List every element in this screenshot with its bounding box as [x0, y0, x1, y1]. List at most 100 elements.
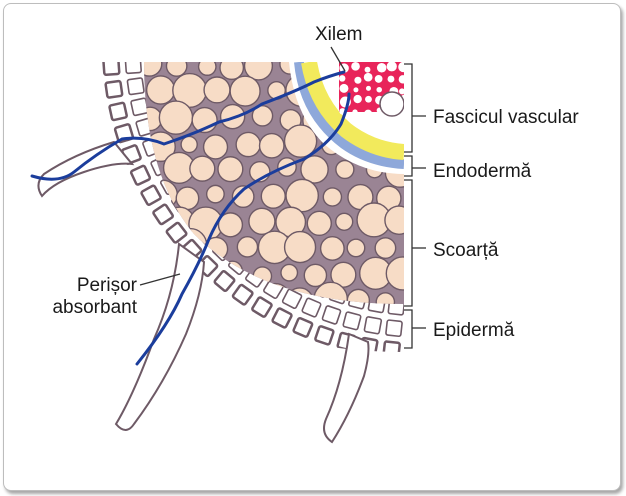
endodermis-band: [294, 62, 404, 169]
cortex-cell: [300, 155, 329, 184]
epidermis-cell: [281, 288, 303, 309]
xylem-cell: [353, 94, 362, 104]
cortex-cell: [145, 75, 176, 105]
epidermis-cell: [314, 325, 335, 346]
cortex-cell: [165, 62, 188, 77]
epidermis-cell: [408, 300, 424, 316]
epidermis-cell: [363, 316, 383, 335]
xylem-cell: [364, 109, 373, 118]
cortex-cell: [374, 237, 397, 260]
cortex-cell: [197, 62, 217, 76]
cortex-cell: [260, 183, 286, 209]
root-hairs: [37, 140, 370, 444]
epidermis-cell: [251, 296, 273, 318]
cortex-cell: [217, 212, 244, 238]
xilem-leader: [330, 46, 346, 72]
xylem-cell: [365, 95, 372, 103]
epidermis-cell: [407, 343, 423, 359]
label-fascicul-vascular: Fascicul vascular: [433, 107, 579, 128]
cortex-cell: [306, 210, 332, 237]
xylem-cell: [354, 76, 362, 84]
cortex-cell: [243, 62, 274, 81]
cortex-cell: [384, 205, 404, 235]
xylem-cell: [364, 66, 371, 73]
epidermis-cell: [152, 203, 174, 226]
cortex-cell: [205, 184, 225, 204]
cortex-cell: [144, 62, 163, 77]
label-epiderma: Epidermă: [433, 320, 515, 341]
water-path-upper: [30, 70, 346, 181]
cortex-cell: [229, 75, 261, 107]
xylem-cell: [374, 75, 383, 83]
cortex-cell: [322, 187, 343, 207]
label-endoderma: Endodermă: [433, 161, 532, 182]
cortex-cell: [180, 135, 198, 154]
epidermis-cell: [321, 305, 342, 325]
water-path: [30, 70, 351, 366]
xylem-cell: [399, 88, 404, 95]
root-hair-2: [114, 242, 206, 431]
xylem-cell: [339, 83, 349, 93]
epidermis-cell: [126, 77, 145, 96]
perisor-leader: [139, 273, 181, 286]
epidermis-cell: [104, 79, 124, 99]
label-perisor-absorbant: Perișor absorbant: [32, 275, 137, 319]
xylem-cell: [398, 62, 404, 73]
xylem-cell: [398, 75, 404, 84]
label-perisor-line2: absorbant: [52, 297, 137, 318]
cortex-cell: [280, 263, 299, 282]
cortex-cell: [330, 261, 357, 288]
epidermis-cell: [102, 62, 121, 77]
xylem-cell: [365, 85, 371, 91]
fascicul-bracket: [404, 63, 413, 153]
xylem-cell: [352, 109, 358, 115]
cortex-cell: [251, 104, 274, 127]
cortex-cell: [258, 132, 285, 159]
endoderma-bracket: [404, 155, 413, 177]
cortex-cell: [235, 131, 262, 158]
xylem-cell: [376, 63, 387, 73]
cortex-cell: [283, 230, 317, 264]
epidermis-cell: [108, 101, 128, 122]
cortex-cell: [236, 236, 259, 258]
xylem-cell: [351, 62, 360, 71]
epidermis-cell: [103, 37, 118, 52]
epidermis-cell: [125, 37, 140, 52]
cortex-cell: [283, 124, 318, 158]
vascular-bundle: [289, 62, 404, 174]
root-hair-1: [37, 140, 135, 198]
cortex-cell: [335, 159, 355, 180]
cortex-cell: [346, 288, 371, 304]
xylem-cell: [353, 87, 359, 93]
label-xilem: Xilem: [315, 24, 363, 45]
cortex-cell: [335, 212, 354, 231]
cortex-cell: [346, 238, 366, 258]
cortex-cell: [375, 292, 396, 304]
epidermis-cell: [231, 283, 254, 306]
epidermis-cell: [342, 311, 362, 331]
water-path-lower: [135, 92, 351, 366]
cortex-cell: [217, 156, 244, 183]
cortex-cell: [202, 134, 229, 160]
epiderma-bracket: [404, 309, 413, 349]
annotation-lines: [139, 46, 426, 349]
root-hair-3: [323, 332, 370, 444]
epidermis-cell: [147, 37, 162, 52]
cortex-cell: [248, 207, 276, 236]
root-cross-section-diagram: [30, 37, 426, 444]
xylem-cell: [363, 72, 373, 82]
epidermis-cell: [271, 307, 293, 329]
cortex-cell: [319, 235, 345, 261]
cortex-cell: [231, 185, 255, 209]
epidermis-cell: [382, 340, 401, 352]
label-scoarta: Scoarță: [433, 240, 499, 261]
scoarta-bracket: [404, 179, 413, 307]
cortex-cell: [219, 62, 245, 81]
xylem-cell: [338, 75, 346, 82]
epidermis-cell: [140, 184, 162, 206]
pericycle-band: [301, 62, 404, 160]
xylem-cell: [386, 62, 397, 72]
xylem-cell: [376, 86, 382, 93]
cortex-cell: [158, 100, 194, 135]
cortex-cell: [203, 76, 231, 104]
